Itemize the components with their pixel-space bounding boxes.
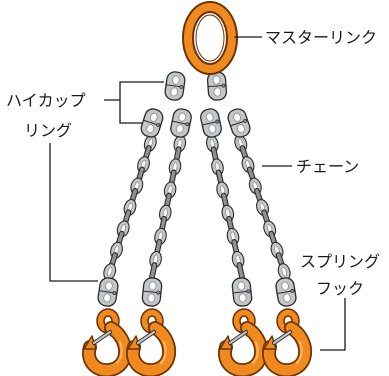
hook-highlight <box>160 341 167 364</box>
lower-coupling-3 <box>200 108 222 138</box>
chain-link-hole <box>281 266 288 277</box>
hook-highlight <box>116 341 123 364</box>
chain-3 <box>205 135 245 281</box>
chain-2 <box>149 135 187 281</box>
coupling-rivet <box>221 83 226 88</box>
coupling-rivet <box>290 288 295 293</box>
upper-coupling-left <box>164 71 186 101</box>
coupling-hole-bottom <box>146 124 155 134</box>
master-link <box>182 1 238 75</box>
hook-coupling-4 <box>275 277 297 307</box>
coupling-hole-top <box>237 281 246 291</box>
coupling-rivet <box>243 118 248 123</box>
chains <box>103 134 291 281</box>
spring-hook-2 <box>126 308 176 376</box>
coupling-rivet <box>185 122 190 127</box>
chain-link <box>103 263 117 281</box>
spring-hook-label-line2: フック <box>316 279 364 298</box>
hook-body <box>263 322 311 376</box>
coupling-hole-top <box>233 112 242 122</box>
coupling-hole-bottom <box>208 124 217 134</box>
coupling-hole-top <box>148 281 157 291</box>
coupling-hole-bottom <box>170 87 179 97</box>
sling-parts <box>82 1 312 376</box>
hook-body <box>83 322 131 376</box>
coupling-hole-top <box>105 281 113 291</box>
spring-hook-4 <box>262 308 312 376</box>
coupling-hole-bottom <box>283 293 291 303</box>
coupling-hole-top <box>205 112 214 122</box>
chain-4 <box>234 134 291 281</box>
hi-coupling-top-bracket <box>104 81 164 101</box>
hook-latch <box>228 330 248 345</box>
chain-1 <box>103 134 157 281</box>
coupling-rivet <box>215 119 220 124</box>
hook-coupling-1 <box>97 277 119 307</box>
hi-coupling-mid-bracket <box>119 100 142 124</box>
master-link-inner-edge <box>195 14 225 62</box>
master-link-ring <box>184 3 236 73</box>
coupling-rivet <box>179 84 184 89</box>
hook-body <box>219 322 267 376</box>
hook-latch <box>92 330 112 345</box>
hook-highlight <box>252 341 259 364</box>
hook-highlight <box>296 341 303 364</box>
lower-coupling-1 <box>140 108 164 138</box>
spring-hook-leader <box>320 298 346 351</box>
coupling-hole-top <box>281 281 289 291</box>
upper-coupling-right <box>206 71 228 101</box>
hook-body <box>127 322 175 376</box>
hi-coupling-label-line2: リング <box>24 121 72 140</box>
hi-coupling-bottom-leader <box>49 143 98 282</box>
chain-link-hole <box>106 266 113 277</box>
lower-coupling-2 <box>170 108 192 138</box>
coupling-hole-bottom <box>236 124 245 134</box>
hook-coupling-2 <box>141 277 163 307</box>
hook-coupling-3 <box>231 277 253 307</box>
coupling-hole-bottom <box>175 124 184 134</box>
hook-latch <box>136 330 156 345</box>
coupling-rivet <box>156 123 161 127</box>
coupling-hole-bottom <box>147 293 156 303</box>
coupling-hole-bottom <box>103 293 111 303</box>
coupling-rivet <box>156 290 161 295</box>
coupling-hole-bottom <box>213 87 222 97</box>
coupling-hole-top <box>178 112 187 122</box>
spring-hook-label-line1: スプリング <box>300 252 380 271</box>
coupling-hole-top <box>212 75 221 85</box>
coupling-hole-bottom <box>238 293 247 303</box>
master-link-label: マスターリンク <box>265 28 377 47</box>
coupling-rivet <box>112 291 117 295</box>
coupling-hole-top <box>149 112 158 122</box>
coupling-hole-top <box>171 75 180 85</box>
hi-coupling-label-line1: ハイカップ <box>6 91 86 110</box>
coupling-rivet <box>246 289 251 294</box>
chain-link <box>277 263 291 281</box>
spring-hook-1 <box>82 308 132 376</box>
hook-latch <box>272 330 292 345</box>
spring-hook-3 <box>218 308 268 376</box>
leader-lines <box>49 36 346 351</box>
lower-coupling-4 <box>227 108 251 138</box>
chain-label: チェーン <box>296 157 359 176</box>
